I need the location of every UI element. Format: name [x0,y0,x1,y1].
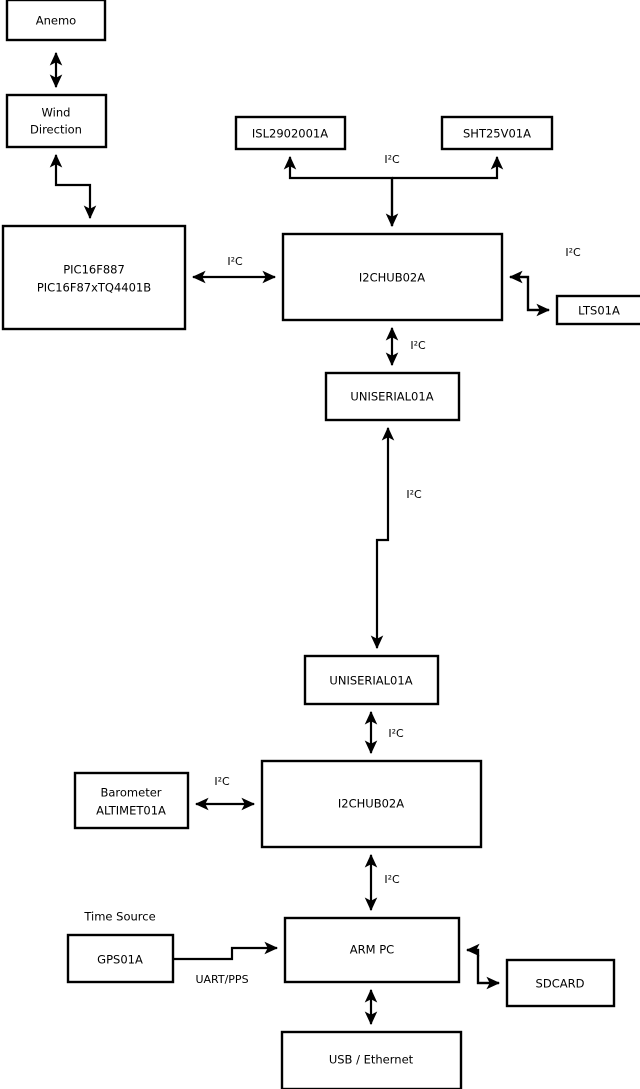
node-anemo-label: Anemo [36,14,76,28]
edge-label-hub-uniserial: I²C [410,339,426,352]
node-arm-pc-label: ARM PC [350,943,394,957]
edge-label-hub-lts: I²C [565,246,581,259]
node-uniserial-top-label: UNISERIAL01A [350,390,433,404]
node-uniserial-bottom[interactable]: UNISERIAL01A [303,654,440,706]
node-lts-label: LTS01A [578,304,620,318]
node-usb-ethernet[interactable]: USB / Ethernet [280,1030,463,1089]
node-hub-bottom-label: I2CHUB02A [338,797,404,811]
free-label-layer: Time Source [83,910,155,924]
edge-hub-top-lts [508,270,549,312]
node-sdcard[interactable]: SDCARD [505,958,616,1008]
node-isl[interactable]: ISL2902001A [234,115,347,151]
node-sht-label: SHT25V01A [463,127,531,141]
node-isl-label: ISL2902001A [252,127,328,141]
edge-label-uniserial-hub: I²C [388,727,404,740]
node-gps[interactable]: GPS01A [66,933,175,984]
node-hub-bottom[interactable]: I2CHUB02A [260,759,483,849]
node-uniserial-bottom-label: UNISERIAL01A [329,674,412,688]
edge-label-hub-sensors: I²C [384,153,400,166]
node-anemo[interactable]: Anemo [5,0,107,42]
edge-hub-top-sensors [283,155,394,226]
edge-label-pic-hub: I²C [227,255,243,268]
node-sht[interactable]: SHT25V01A [440,115,554,151]
edge-hub-top-sht-branch [392,155,504,180]
node-barometer-label-1: Barometer [100,786,161,800]
edge-label-barometer: I²C [214,775,230,788]
node-hub-top-label: I2CHUB02A [359,271,425,285]
edge-label-hub-arm: I²C [384,873,400,886]
node-arm-pc[interactable]: ARM PC [283,916,461,984]
node-pic-label-1: PIC16F887 [63,263,125,277]
edge-lts-hub-top [510,275,551,317]
edge-layer [49,51,551,1026]
edge-label-uart-pps: UART/PPS [195,973,248,986]
edge-gps-arm-pc [173,941,279,961]
node-barometer[interactable]: Barometer ALTIMET01A [73,771,190,830]
node-lts[interactable]: LTS01A [555,294,640,326]
node-pic-label-2: PIC16F87xTQ4401B [37,281,151,295]
label-time-source: Time Source [83,910,155,924]
node-sdcard-label: SDCARD [536,977,585,991]
edge-label-layer: I²C I²C I²C I²C I²C I²C I²C I²C UART/PPS [195,153,581,986]
node-pic[interactable]: PIC16F887 PIC16F87xTQ4401B [1,224,187,331]
edge-arm-pc-sdcard [465,943,499,985]
node-wind-direction[interactable]: Wind Direction [5,93,108,149]
node-wind-direction-label-1: Wind [42,106,71,120]
edge-sdcard-arm-pc [467,948,501,990]
node-wind-direction-label-2: Direction [30,123,82,137]
edge-uniserial-top-bottom [370,426,395,650]
node-usb-ethernet-label: USB / Ethernet [329,1053,414,1067]
node-gps-label: GPS01A [97,953,143,967]
edge-wind-pic [49,153,97,220]
edge-label-uniserial-link: I²C [406,488,422,501]
node-uniserial-top[interactable]: UNISERIAL01A [324,371,461,422]
node-barometer-label-2: ALTIMET01A [96,804,166,818]
node-hub-top[interactable]: I2CHUB02A [281,232,504,322]
